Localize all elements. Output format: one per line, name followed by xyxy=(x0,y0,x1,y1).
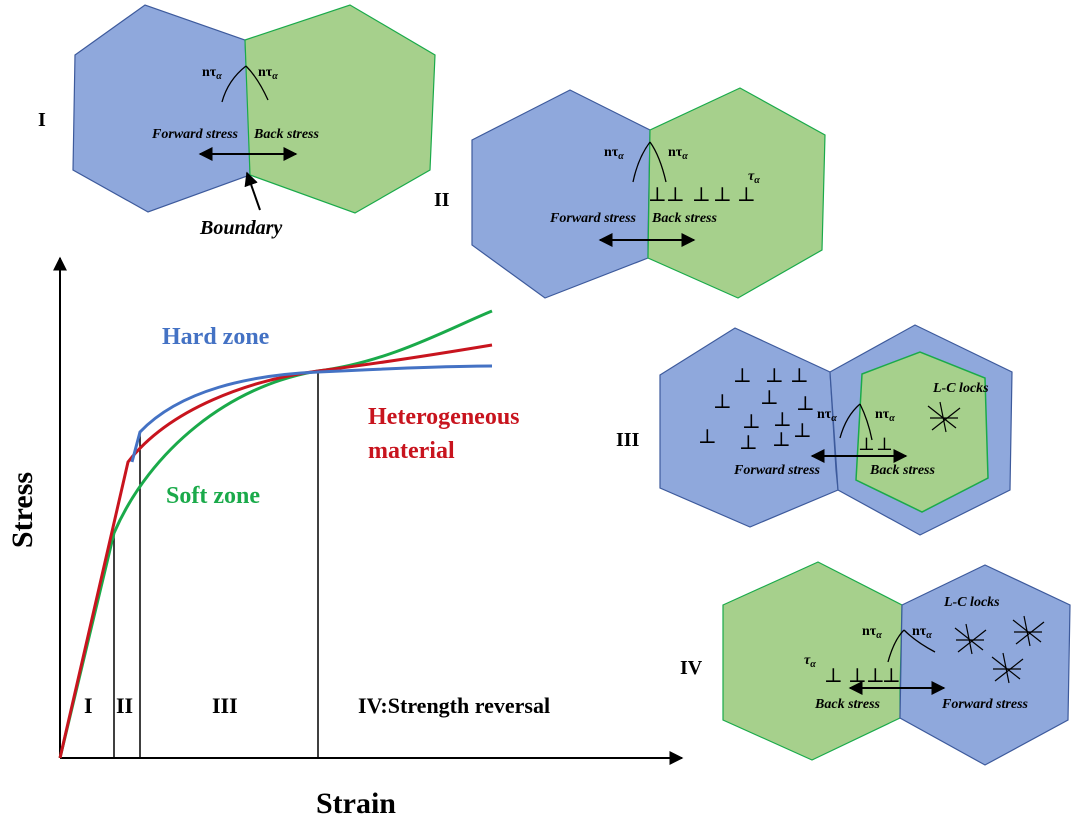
dislocation-arc-right-i xyxy=(245,65,269,101)
hard-grain-ii xyxy=(471,89,651,299)
boundary-pointer-arrow xyxy=(244,171,261,211)
n-tau-right-i: nτα xyxy=(258,65,278,82)
tau-label-iv: τα xyxy=(804,653,816,670)
region-label-iv: IV:Strength reversal xyxy=(358,693,550,718)
svg-text:⊥: ⊥ xyxy=(848,665,867,687)
n-tau-left-ii: nτα xyxy=(604,145,624,162)
n-tau-left-i: nτα xyxy=(202,65,222,82)
svg-text:⊥: ⊥ xyxy=(648,184,667,206)
region-label-iii: III xyxy=(212,693,238,718)
panel-label-i: I xyxy=(38,109,46,131)
back-stress-label-i: Back stress xyxy=(253,127,320,142)
dislocation-pileup-iv: ⊥ ⊥ ⊥ ⊥ xyxy=(824,665,901,687)
soft-grain-i xyxy=(244,4,436,214)
lc-lock-symbols-iv xyxy=(954,615,1045,684)
svg-text:⊥: ⊥ xyxy=(698,426,717,448)
panel-iii: ⊥ ⊥ ⊥ ⊥ ⊥ ⊥ ⊥ ⊥ ⊥ ⊥ ⊥ ⊥ nτα nτα ⊥ ⊥ L-C … xyxy=(616,324,1013,536)
region-label-ii: II xyxy=(116,693,133,718)
forward-stress-label-iv: Forward stress xyxy=(941,697,1029,712)
svg-text:⊥: ⊥ xyxy=(666,184,685,206)
curve-hard-zone xyxy=(130,364,493,463)
back-stress-label-ii: Back stress xyxy=(651,211,718,226)
lc-lock-symbol-iii xyxy=(927,401,961,433)
tau-label-ii: τα xyxy=(748,169,760,186)
panel-i: nτα nτα Forward stress Back stress Bound… xyxy=(38,4,436,239)
panel-iv: nτα nτα τα ⊥ ⊥ ⊥ ⊥ L-C locks Back stress… xyxy=(680,561,1071,766)
back-stress-label-iii: Back stress xyxy=(869,463,936,478)
n-tau-right-iv: nτα xyxy=(912,624,932,641)
panel-label-iii: III xyxy=(616,429,640,451)
forward-stress-label-iii: Forward stress xyxy=(733,463,821,478)
x-axis-label: Strain xyxy=(316,787,396,820)
y-axis-label: Stress xyxy=(6,472,39,548)
boundary-label: Boundary xyxy=(199,217,282,239)
hard-grain-iv xyxy=(899,564,1071,766)
svg-text:⊥: ⊥ xyxy=(739,432,758,454)
dislocation-arc-left-ii xyxy=(632,141,651,183)
forward-stress-label-i: Forward stress xyxy=(151,127,239,142)
svg-text:⊥: ⊥ xyxy=(713,184,732,206)
svg-text:⊥: ⊥ xyxy=(796,393,815,415)
dislocation-pileup-ii: ⊥ ⊥ ⊥ ⊥ ⊥ xyxy=(648,184,756,206)
panel-label-ii: II xyxy=(434,189,450,211)
svg-text:⊥: ⊥ xyxy=(882,665,901,687)
panel-label-iv: IV xyxy=(680,657,703,679)
forward-stress-label-ii: Forward stress xyxy=(549,211,637,226)
dislocation-arc-left-i xyxy=(221,65,247,103)
soft-core-iii xyxy=(855,351,989,513)
svg-text:⊥: ⊥ xyxy=(760,387,779,409)
series-label-heterogeneous-line2: material xyxy=(368,438,455,464)
svg-text:⊥: ⊥ xyxy=(876,434,893,454)
svg-text:⊥: ⊥ xyxy=(824,665,843,687)
dislocations-soft-iii: ⊥ ⊥ xyxy=(858,434,893,454)
dislocation-arc-right-ii xyxy=(649,141,667,183)
series-label-hard-zone: Hard zone xyxy=(162,324,270,350)
region-label-i: I xyxy=(84,693,93,718)
dislocation-arc-left-iv xyxy=(887,629,905,663)
svg-text:⊥: ⊥ xyxy=(772,429,791,451)
n-tau-left-iii: nτα xyxy=(817,407,837,424)
dislocation-arc-right-iii xyxy=(859,403,873,441)
svg-text:⊥: ⊥ xyxy=(858,434,875,454)
svg-text:⊥: ⊥ xyxy=(790,365,809,387)
dislocation-arc-left-iii xyxy=(839,403,861,439)
hard-grain-i xyxy=(72,4,251,213)
series-label-heterogeneous: Heterogeneous xyxy=(368,404,520,430)
svg-text:⊥: ⊥ xyxy=(737,184,756,206)
locks-label-iii: L-C locks xyxy=(932,381,989,396)
back-stress-label-iv: Back stress xyxy=(814,697,881,712)
svg-text:⊥: ⊥ xyxy=(713,391,732,413)
svg-text:⊥: ⊥ xyxy=(765,365,784,387)
dislocation-arc-right-iv xyxy=(903,629,936,653)
locks-label-iv: L-C locks xyxy=(943,595,1000,610)
svg-text:⊥: ⊥ xyxy=(773,409,792,431)
stress-strain-chart: Hard zone Heterogeneous material Soft zo… xyxy=(6,256,684,820)
dislocations-hard-iii: ⊥ ⊥ ⊥ ⊥ ⊥ ⊥ ⊥ ⊥ ⊥ ⊥ ⊥ ⊥ xyxy=(698,365,815,454)
svg-text:⊥: ⊥ xyxy=(733,365,752,387)
series-label-soft-zone: Soft zone xyxy=(166,483,260,509)
svg-text:⊥: ⊥ xyxy=(742,411,761,433)
svg-text:⊥: ⊥ xyxy=(692,184,711,206)
n-tau-right-ii: nτα xyxy=(668,145,688,162)
n-tau-right-iii: nτα xyxy=(875,407,895,424)
panel-ii: nτα nτα ⊥ ⊥ ⊥ ⊥ ⊥ τα Forward stress Back… xyxy=(434,87,826,299)
svg-text:⊥: ⊥ xyxy=(793,420,812,442)
n-tau-left-iv: nτα xyxy=(862,624,882,641)
